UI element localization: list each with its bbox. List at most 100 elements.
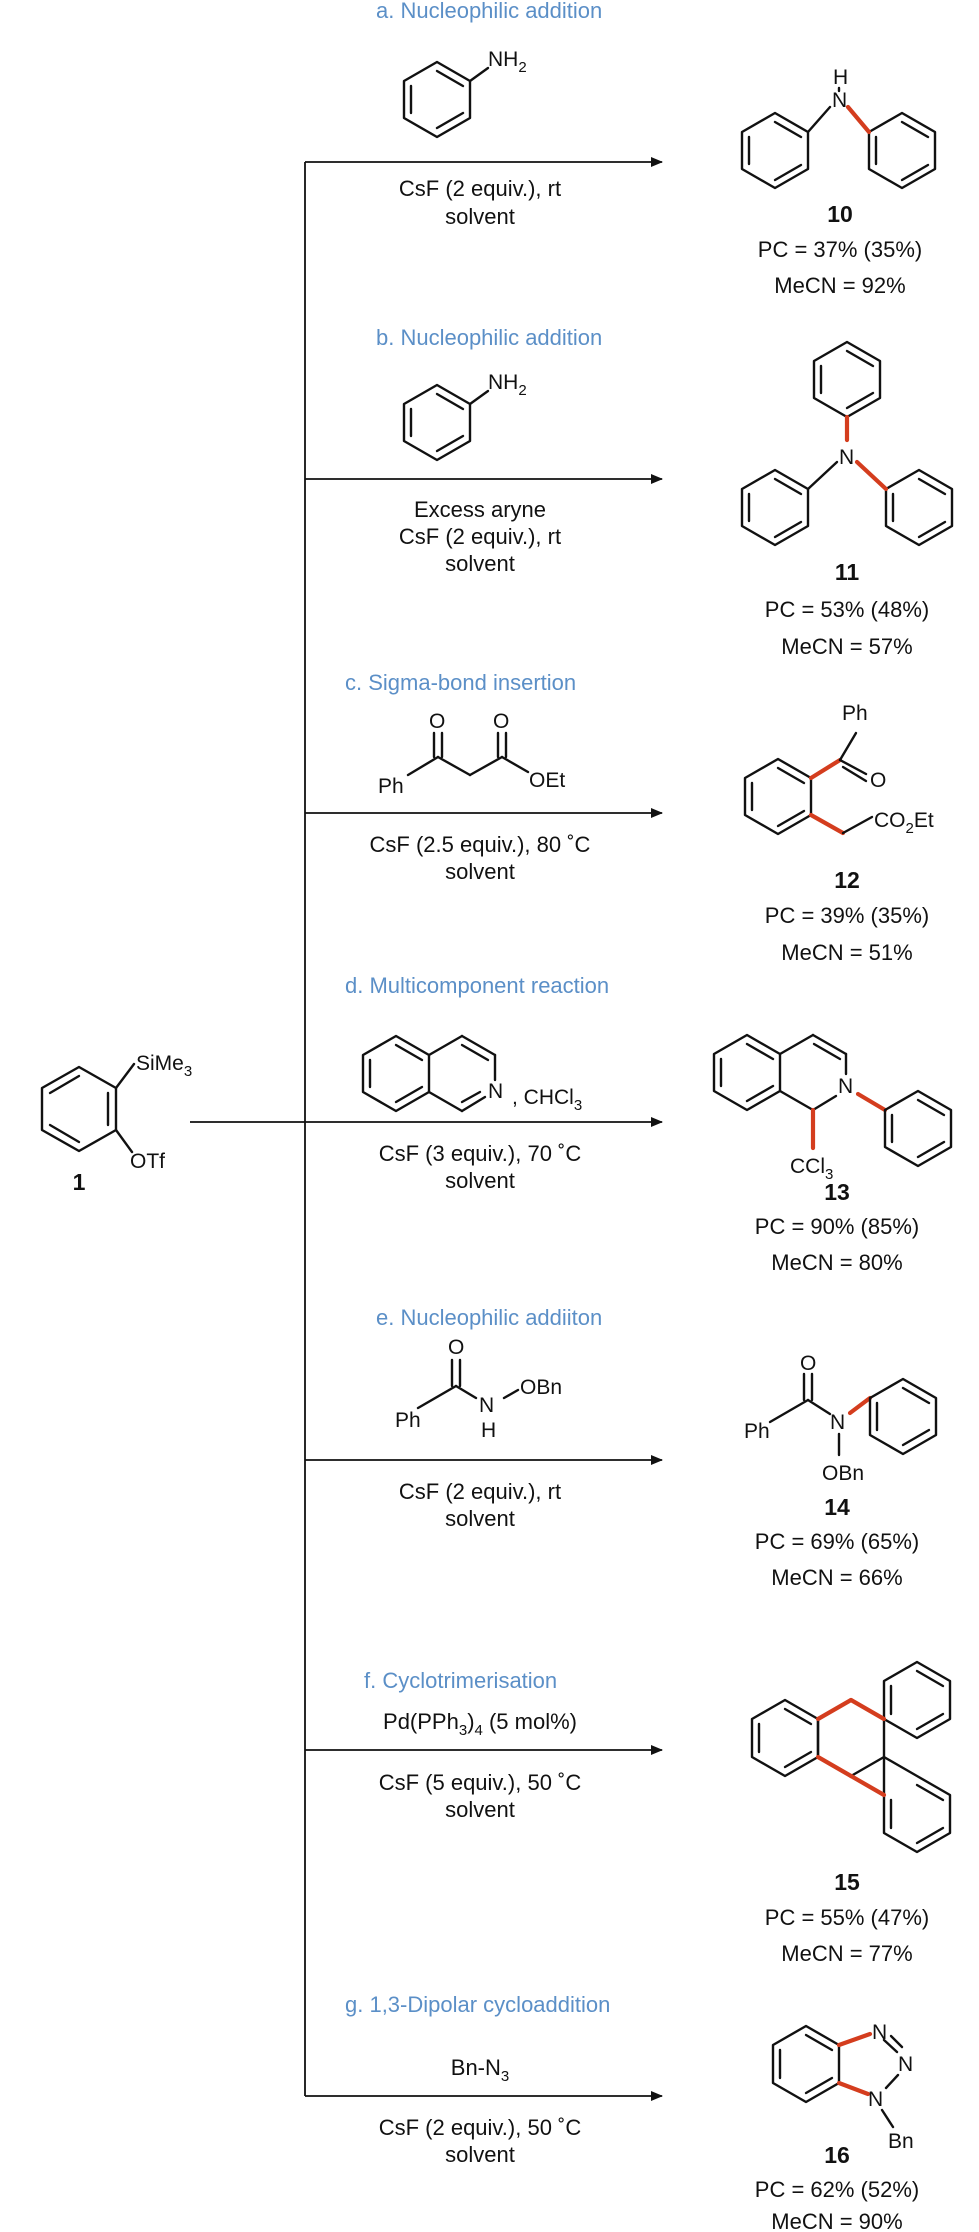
condition-c-2: solvent xyxy=(445,859,515,884)
isoquinoline-reagent: N , CHCl3 xyxy=(361,1034,582,1114)
condition-e-2: solvent xyxy=(445,1506,515,1531)
label-co2et: CO2Et xyxy=(874,809,934,837)
reaction-title-a: a. Nucleophilic addition xyxy=(376,0,602,23)
compound-number-16: 16 xyxy=(824,2142,850,2168)
label-ph: Ph xyxy=(395,1409,421,1432)
label-ph: Ph xyxy=(744,1420,770,1443)
label-simet3: SiMe3 xyxy=(136,1052,192,1080)
reaction-title-e: e. Nucleophilic addiiton xyxy=(376,1305,602,1330)
condition-b-1: Excess aryne xyxy=(414,497,546,522)
yield-pc-16: PC = 62% (52%) xyxy=(755,2177,919,2202)
compound-number-14: 14 xyxy=(824,1494,850,1520)
label-o: O xyxy=(493,710,509,733)
reaction-a: a. Nucleophilic addition NH2 CsF (2 equi… xyxy=(376,0,937,298)
product-10: N H xyxy=(740,66,937,190)
condition-d-1: CsF (3 equiv.), 70 ˚C xyxy=(379,1141,582,1166)
condition-g-1: CsF (2 equiv.), 50 ˚C xyxy=(379,2115,582,2140)
compound-number-10: 10 xyxy=(827,201,853,227)
aniline-reagent-a: NH2 xyxy=(402,48,527,139)
reaction-d: d. Multicomponent reaction N , CHCl3 CsF… xyxy=(345,973,953,1275)
product-12: Ph O CO2Et xyxy=(743,702,934,837)
label-o: O xyxy=(870,769,886,792)
condition-c-1: CsF (2.5 equiv.), 80 ˚C xyxy=(370,832,591,857)
label-n: N xyxy=(488,1080,503,1103)
condition-e-1: CsF (2 equiv.), rt xyxy=(399,1479,561,1504)
compound-number-12: 12 xyxy=(834,867,860,893)
label-o: O xyxy=(448,1336,464,1359)
label-n: N xyxy=(839,446,854,469)
label-chcl3: , CHCl3 xyxy=(512,1086,582,1114)
benzene-ring xyxy=(40,1065,118,1153)
compound-number-15: 15 xyxy=(834,1869,860,1895)
yield-pc-12: PC = 39% (35%) xyxy=(765,903,929,928)
reaction-b: b. Nucleophilic addition NH2 Excess aryn… xyxy=(376,325,954,659)
condition-b-3: solvent xyxy=(445,551,515,576)
label-ccl3: CCl3 xyxy=(790,1155,833,1183)
condition-d-2: solvent xyxy=(445,1168,515,1193)
aniline-reagent-b: NH2 xyxy=(402,371,527,462)
yield-mecn-11: MeCN = 57% xyxy=(781,634,912,659)
condition-f-1: CsF (5 equiv.), 50 ˚C xyxy=(379,1770,582,1795)
reaction-c: c. Sigma-bond insertion O O Ph OEt CsF (… xyxy=(345,670,934,965)
yield-pc-11: PC = 53% (48%) xyxy=(765,597,929,622)
condition-a-1: CsF (2 equiv.), rt xyxy=(399,176,561,201)
label-n: N xyxy=(832,89,847,112)
label-n: N xyxy=(838,1075,853,1098)
label-n: N xyxy=(872,2021,887,2044)
yield-mecn-14: MeCN = 66% xyxy=(771,1565,902,1590)
label-n: N xyxy=(898,2053,913,2076)
label-o: O xyxy=(800,1352,816,1375)
reaction-title-f: f. Cyclotrimerisation xyxy=(364,1668,557,1693)
condition-b-2: CsF (2 equiv.), rt xyxy=(399,524,561,549)
label-otf: OTf xyxy=(130,1150,165,1173)
compound-number-1: 1 xyxy=(73,1169,86,1195)
hydroxamate-reagent: O Ph N H OBn xyxy=(395,1336,562,1442)
label-ph: Ph xyxy=(378,775,404,798)
azide-reagent: Bn-N3 xyxy=(451,2055,509,2085)
product-15-triphenylene xyxy=(750,1660,952,1854)
yield-pc-13: PC = 90% (85%) xyxy=(755,1214,919,1239)
reaction-title-c: c. Sigma-bond insertion xyxy=(345,670,576,695)
label-ph: Ph xyxy=(842,702,868,725)
branch-lines xyxy=(190,157,663,2101)
yield-pc-14: PC = 69% (65%) xyxy=(755,1529,919,1554)
reaction-g: g. 1,3-Dipolar cycloaddition Bn-N3 CsF (… xyxy=(345,1992,919,2232)
yield-mecn-16: MeCN = 90% xyxy=(771,2209,902,2232)
label-n: N xyxy=(868,2088,883,2111)
label-h: H xyxy=(481,1419,496,1442)
compound-number-11: 11 xyxy=(835,559,860,585)
starting-material-1: SiMe3 OTf 1 xyxy=(40,1052,192,1195)
yield-mecn-15: MeCN = 77% xyxy=(781,1941,912,1966)
product-11: N xyxy=(740,340,954,547)
reaction-title-g: g. 1,3-Dipolar cycloaddition xyxy=(345,1992,610,2017)
yield-mecn-12: MeCN = 51% xyxy=(781,940,912,965)
product-14: O Ph N OBn xyxy=(744,1352,938,1485)
condition-a-2: solvent xyxy=(445,204,515,229)
label-o: O xyxy=(429,710,445,733)
condition-f-2: solvent xyxy=(445,1797,515,1822)
yield-pc-15: PC = 55% (47%) xyxy=(765,1905,929,1930)
label-obn: OBn xyxy=(822,1462,864,1485)
label-nh2: NH2 xyxy=(488,371,527,399)
reaction-title-d: d. Multicomponent reaction xyxy=(345,973,609,998)
label-nh2: NH2 xyxy=(488,48,527,76)
catalyst-label: Pd(PPh3)4 (5 mol%) xyxy=(383,1709,577,1739)
label-bn: Bn xyxy=(888,2130,914,2153)
reaction-f: f. Cyclotrimerisation Pd(PPh3)4 (5 mol%)… xyxy=(364,1660,952,1966)
yield-mecn-10: MeCN = 92% xyxy=(774,273,905,298)
product-16-benzotriazole: N N N Bn xyxy=(771,2021,914,2153)
ketoester-reagent: O O Ph OEt xyxy=(378,710,565,798)
condition-g-2: solvent xyxy=(445,2142,515,2167)
yield-pc-10: PC = 37% (35%) xyxy=(758,237,922,262)
label-oet: OEt xyxy=(529,769,565,792)
yield-mecn-13: MeCN = 80% xyxy=(771,1250,902,1275)
label-n: N xyxy=(479,1394,494,1417)
reaction-e: e. Nucleophilic addiiton O Ph N H OBn Cs… xyxy=(376,1305,938,1590)
label-h: H xyxy=(833,66,848,89)
label-obn: OBn xyxy=(520,1376,562,1399)
reaction-title-b: b. Nucleophilic addition xyxy=(376,325,602,350)
compound-number-13: 13 xyxy=(824,1179,850,1205)
label-n: N xyxy=(830,1411,845,1434)
product-13: N CCl3 xyxy=(712,1033,953,1183)
